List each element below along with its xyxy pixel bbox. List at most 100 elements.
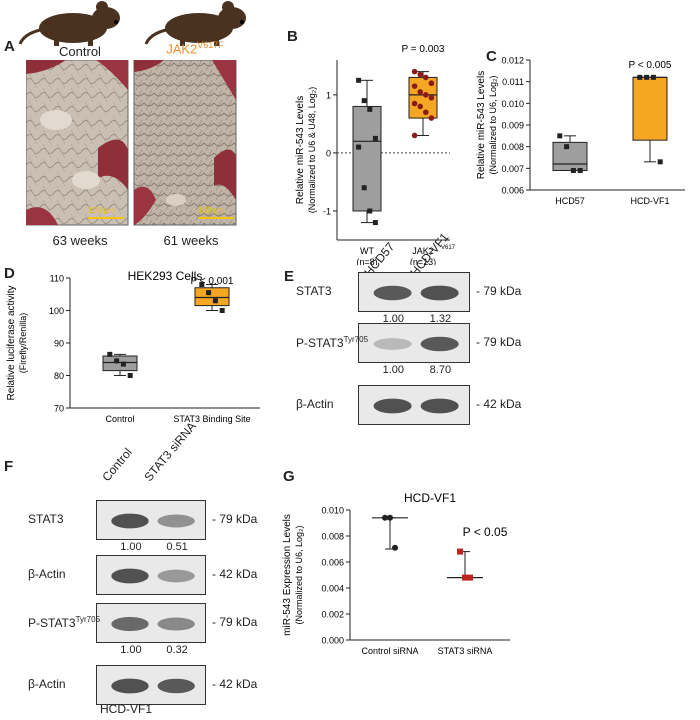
data-point bbox=[120, 361, 126, 367]
lane-label: Control bbox=[99, 445, 135, 484]
x-tick-label: WT bbox=[360, 246, 374, 256]
blot-row-name: STAT3 bbox=[28, 512, 64, 526]
blot-kda: - 42 kDa bbox=[212, 677, 258, 691]
x-tick-label: STAT3 Binding Site bbox=[173, 414, 250, 424]
blot-bands bbox=[373, 398, 459, 414]
blot-row-label: P-STAT3Tyr705 bbox=[28, 615, 100, 630]
scale-label-jak2: 100 μm bbox=[198, 206, 225, 215]
x-tick-label: JAK2 bbox=[412, 246, 434, 256]
y-axis-label-sub: (Normalized to U6, Log₂) bbox=[488, 75, 498, 174]
data-point bbox=[367, 106, 373, 112]
data-point bbox=[361, 98, 367, 104]
blot-band bbox=[373, 338, 412, 350]
data-point bbox=[428, 80, 435, 87]
y-tick-label: 0.008 bbox=[321, 532, 344, 542]
blot-band bbox=[420, 285, 459, 301]
data-point bbox=[411, 100, 418, 107]
data-point bbox=[107, 351, 113, 357]
jak2-sup: V617F bbox=[197, 40, 224, 50]
blot-band bbox=[373, 398, 412, 414]
blot-bands bbox=[373, 285, 459, 301]
data-point bbox=[219, 308, 225, 313]
x-tick-label-n: (n=13) bbox=[410, 257, 436, 265]
p-value-annotation: P = 0.003 bbox=[402, 44, 445, 55]
blot-f-cell-line: HCD-VF1 bbox=[100, 702, 153, 716]
data-point bbox=[462, 574, 468, 581]
blot-row-label: STAT3 bbox=[296, 284, 332, 298]
data-point bbox=[199, 282, 205, 287]
p-value-annotation: P < 0.005 bbox=[629, 60, 672, 71]
blot-band bbox=[157, 514, 195, 528]
data-point bbox=[417, 89, 423, 95]
x-tick-label: HCD57 bbox=[555, 196, 585, 206]
x-tick-label: HCD-VF1 bbox=[630, 196, 669, 206]
blot-band bbox=[111, 678, 149, 694]
y-axis-label: Relative luciferase activity bbox=[6, 285, 17, 400]
y-tick-label: 100 bbox=[49, 306, 64, 316]
data-point bbox=[428, 94, 435, 101]
blot-kda: - 79 kDa bbox=[476, 284, 522, 298]
blot-kda: - 42 kDa bbox=[476, 397, 522, 411]
blot-band bbox=[373, 285, 412, 301]
y-tick-label: 0.008 bbox=[501, 142, 524, 152]
mouse-icon-control bbox=[18, 1, 120, 46]
data-point bbox=[417, 71, 423, 78]
blot-bands bbox=[373, 336, 459, 352]
data-point bbox=[372, 135, 378, 141]
chart-c: 0.0060.0070.0080.0090.0100.0110.012Relat… bbox=[476, 56, 685, 206]
blot-band bbox=[157, 678, 195, 694]
box bbox=[102, 355, 138, 372]
histology-jak2 bbox=[133, 60, 237, 226]
data-point bbox=[356, 77, 362, 83]
panel-c-label: C bbox=[486, 48, 497, 65]
blot-band bbox=[157, 569, 195, 583]
blot-row-name: β-Actin bbox=[28, 677, 66, 691]
data-point bbox=[114, 358, 120, 364]
panel-b-label: B bbox=[287, 28, 298, 45]
panel-a-jak2-label: JAK2V617F bbox=[130, 40, 260, 56]
x-tick-label: Control bbox=[105, 414, 134, 424]
panel-a-control-label: Control bbox=[59, 44, 101, 59]
data-point bbox=[392, 544, 398, 551]
blot-bands bbox=[111, 616, 195, 632]
data-point bbox=[570, 168, 576, 173]
data-point bbox=[212, 298, 218, 304]
y-tick-label: 0.009 bbox=[501, 121, 524, 131]
data-point bbox=[637, 74, 643, 80]
data-point bbox=[206, 290, 212, 296]
y-tick-label: 0.007 bbox=[501, 164, 524, 174]
panel-d-label: D bbox=[4, 265, 15, 282]
y-axis-label: Relative miR-543 Levels bbox=[476, 71, 487, 179]
data-point bbox=[411, 132, 418, 139]
blot-box bbox=[96, 555, 206, 595]
y-tick-label: 0.000 bbox=[321, 636, 344, 646]
data-point bbox=[372, 220, 378, 226]
x-tick-label: STAT3 siRNA bbox=[438, 646, 493, 656]
y-tick-label: 0.010 bbox=[321, 506, 344, 516]
y-tick-label: 0.012 bbox=[501, 56, 524, 66]
histology-control bbox=[26, 60, 129, 226]
y-tick-label: 0.006 bbox=[321, 558, 344, 568]
y-axis-label: miR-543 Expression Levels bbox=[282, 514, 293, 636]
blot-row-label: β-Actin bbox=[28, 567, 66, 581]
data-point bbox=[650, 74, 656, 80]
data-point bbox=[356, 144, 362, 150]
y-axis-label-sub: (Normalized to U6 & U48, Log₂) bbox=[307, 87, 317, 214]
mouse-icon-jak2 bbox=[144, 1, 246, 46]
blot-kda: - 79 kDa bbox=[212, 512, 258, 526]
blot-row-name: P-STAT3 bbox=[28, 616, 76, 630]
blot-quant: 1.00 bbox=[382, 313, 405, 325]
data-point bbox=[423, 109, 429, 116]
box bbox=[552, 141, 588, 172]
data-point bbox=[557, 133, 563, 139]
x-tick-label-sup: V617F bbox=[441, 245, 455, 251]
blot-box bbox=[96, 500, 206, 540]
data-point bbox=[411, 68, 418, 75]
y-tick-label: 1 bbox=[326, 90, 331, 100]
blot-band bbox=[420, 398, 459, 414]
blot-row-sup: Tyr705 bbox=[75, 615, 101, 624]
x-tick-label: Control siRNA bbox=[361, 646, 418, 656]
